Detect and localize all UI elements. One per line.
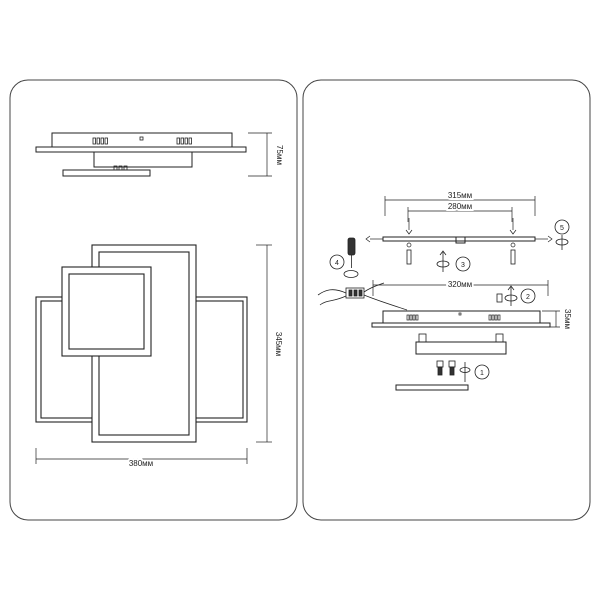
lower-frame-bar — [395, 384, 469, 391]
front-width-dimension — [35, 448, 248, 464]
bracket-tab — [455, 236, 466, 244]
side-height-label: 75мм — [275, 145, 284, 165]
left-panel — [9, 79, 298, 521]
side-height-dimension — [248, 132, 272, 177]
step-3-marker — [455, 256, 471, 272]
base-width-label: 320мм — [448, 280, 472, 289]
step-3-label: 3 — [461, 262, 465, 269]
side-view — [35, 132, 247, 177]
step-2-screw-icon — [496, 285, 518, 306]
wall-anchors — [406, 249, 516, 265]
step-5-rotate-icon — [555, 235, 569, 250]
screw-spacing-dimension — [407, 207, 513, 222]
front-view — [35, 244, 248, 443]
base-height-label: 35мм — [563, 309, 572, 329]
step-1-marker — [474, 364, 490, 380]
side-center-mark — [139, 136, 144, 141]
step-3-rotate-icon — [436, 250, 450, 272]
base-width-dimension — [372, 280, 549, 296]
terminal-block — [345, 287, 365, 299]
step-2-marker — [520, 288, 536, 304]
side-bolts — [365, 235, 553, 243]
step-5-marker — [554, 219, 570, 235]
base-center-mark — [458, 312, 462, 316]
lower-stem — [415, 333, 507, 355]
base-height-dimension — [542, 310, 560, 328]
step-5-label: 5 — [560, 225, 564, 232]
step-1-label: 1 — [480, 370, 484, 377]
screw-spacing-label: 280мм — [448, 202, 472, 211]
base-vents-right — [488, 314, 501, 321]
bracket-hole-right — [510, 242, 516, 248]
screwdriver-icon — [343, 237, 359, 278]
bracket-hole-left — [406, 242, 412, 248]
mount-width-dimension — [384, 196, 536, 216]
base-vents-left — [406, 314, 419, 321]
step-4-marker — [329, 254, 345, 270]
side-vents-left — [92, 137, 108, 145]
base-housing — [371, 310, 551, 328]
side-vents-right — [176, 137, 192, 145]
front-width-label: 380мм — [129, 459, 153, 468]
front-height-dimension — [256, 244, 272, 443]
base-plate — [371, 322, 551, 328]
mount-width-label: 315мм — [448, 191, 472, 200]
step-4-label: 4 — [335, 260, 339, 267]
top-screws — [405, 218, 517, 235]
step-1-connectors — [436, 360, 471, 382]
mounting-bracket — [382, 236, 536, 248]
front-height-label: 345мм — [274, 332, 283, 356]
side-frame-bar — [62, 169, 151, 177]
step-2-label: 2 — [526, 294, 530, 301]
frame-square-inner — [68, 273, 145, 350]
wires — [317, 282, 408, 311]
side-plate — [35, 146, 247, 153]
right-panel — [302, 79, 591, 521]
side-stem — [93, 151, 193, 168]
side-housing — [51, 132, 233, 148]
